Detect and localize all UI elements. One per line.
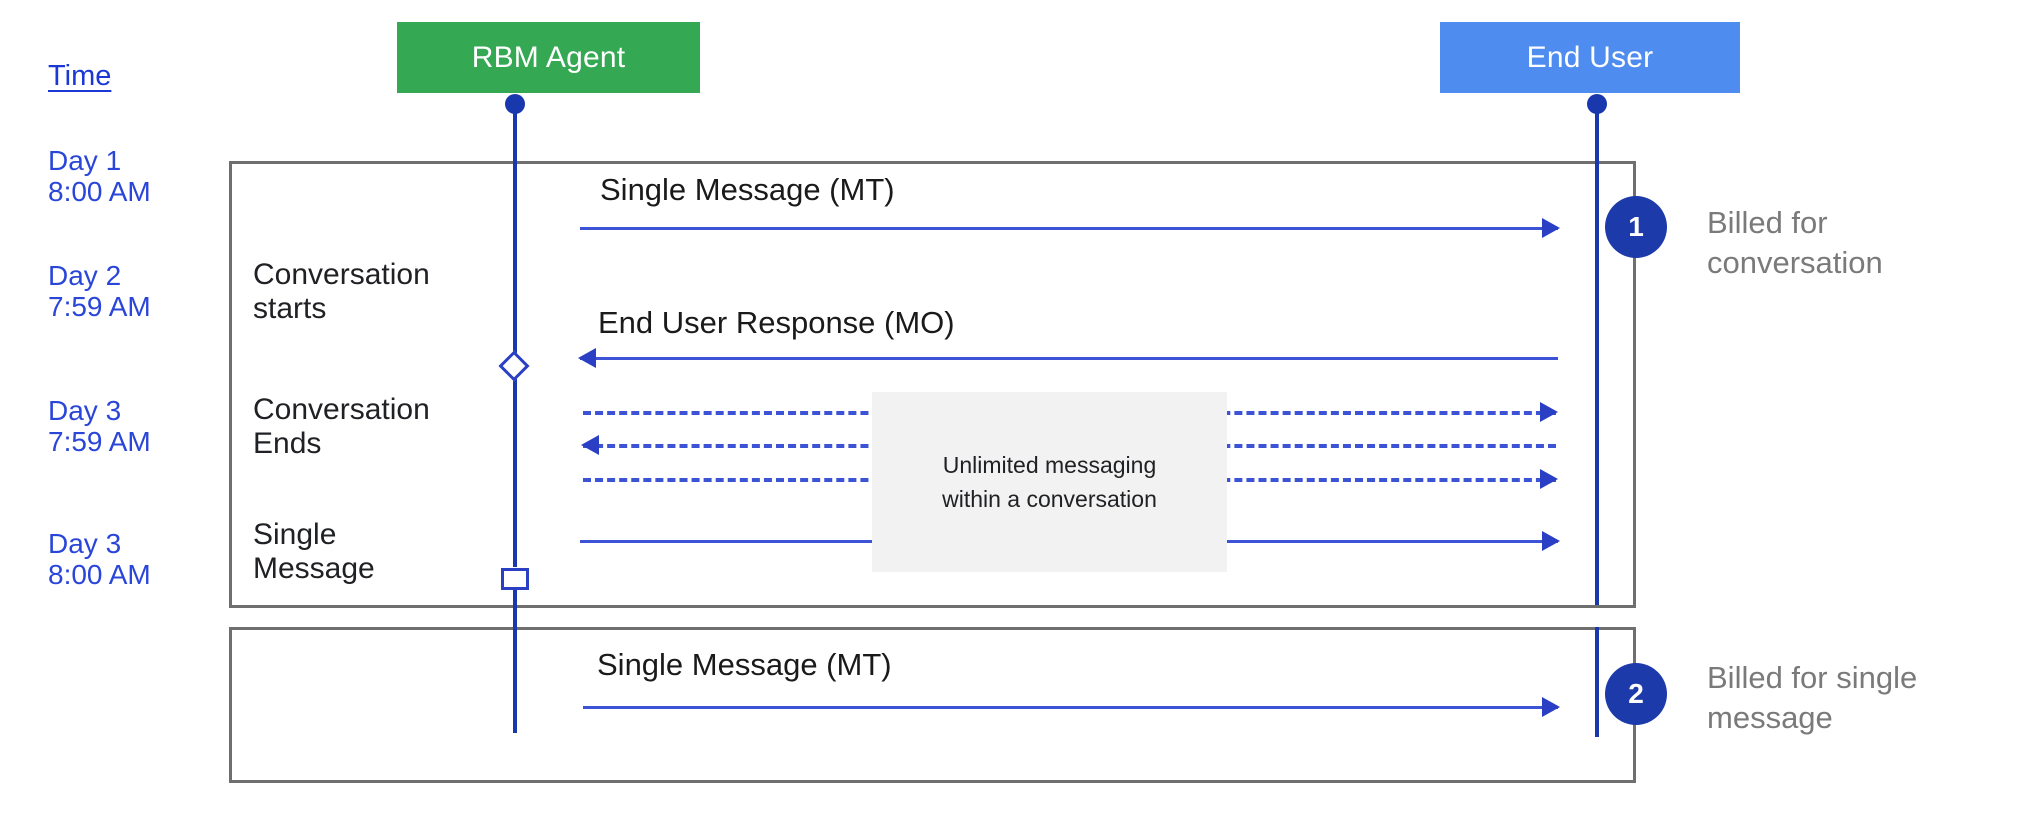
status-badge-1: 1 xyxy=(1605,196,1667,258)
time-axis-heading: Time xyxy=(48,60,112,92)
lifeline-rbm-agent-lower xyxy=(513,585,517,733)
arrow-shaft xyxy=(583,706,1558,709)
message-label-end-user-response-mo: End User Response (MO) xyxy=(598,305,955,340)
state-label-conversation-ends: Conversation Ends xyxy=(253,393,430,460)
time-day: Day 3 xyxy=(48,528,122,559)
time-label-day1: Day 1 8:00 AM xyxy=(48,145,151,208)
status-badge-2: 2 xyxy=(1605,663,1667,725)
arrow-head-right-icon xyxy=(1542,531,1560,551)
arrow-head-left-icon xyxy=(578,348,596,368)
state-label-single-message: Single Message xyxy=(253,518,375,585)
time-clock: 7:59 AM xyxy=(48,291,151,323)
billing-note-1: Billed for conversation xyxy=(1707,205,1883,281)
time-label-day2: Day 2 7:59 AM xyxy=(48,260,151,323)
unlimited-messaging-panel: Unlimited messaging within a conversatio… xyxy=(872,392,1227,572)
arrow-shaft xyxy=(580,227,1558,230)
single-message-frame xyxy=(229,627,1636,783)
time-day: Day 1 xyxy=(48,145,122,176)
unlimited-messaging-line1: Unlimited messaging xyxy=(942,451,1157,478)
arrow-head-right-icon xyxy=(1540,469,1558,489)
actor-end-user-label: End User xyxy=(1526,40,1654,74)
arrow-head-right-icon xyxy=(1540,402,1558,422)
arrow-head-right-icon xyxy=(1542,218,1560,238)
arrow-head-right-icon xyxy=(1542,697,1560,717)
actor-rbm-agent-label: RBM Agent xyxy=(471,40,626,74)
time-label-day3-end: Day 3 7:59 AM xyxy=(48,395,151,458)
lifeline-rbm-agent xyxy=(513,101,517,567)
actor-rbm-agent: RBM Agent xyxy=(397,22,700,93)
message-label-single-message-mt-2: Single Message (MT) xyxy=(597,647,892,682)
arrow-head-left-icon xyxy=(581,435,599,455)
conversation-end-marker-icon xyxy=(501,568,529,590)
lifeline-end-user-lower xyxy=(1595,627,1599,737)
conversation-frame xyxy=(229,161,1636,608)
time-day: Day 2 xyxy=(48,260,122,291)
arrow-shaft xyxy=(580,357,1558,360)
time-clock: 8:00 AM xyxy=(48,559,151,591)
billing-note-2: Billed for single message xyxy=(1707,660,1918,736)
message-label-single-message-mt-1: Single Message (MT) xyxy=(600,172,895,207)
time-clock: 8:00 AM xyxy=(48,176,151,208)
time-label-day3-single: Day 3 8:00 AM xyxy=(48,528,151,591)
state-label-conversation-starts: Conversation starts xyxy=(253,258,430,325)
lifeline-end-user xyxy=(1595,101,1599,605)
unlimited-messaging-line2: within a conversation xyxy=(942,486,1157,512)
time-clock: 7:59 AM xyxy=(48,426,151,458)
time-day: Day 3 xyxy=(48,395,122,426)
actor-end-user: End User xyxy=(1440,22,1740,93)
